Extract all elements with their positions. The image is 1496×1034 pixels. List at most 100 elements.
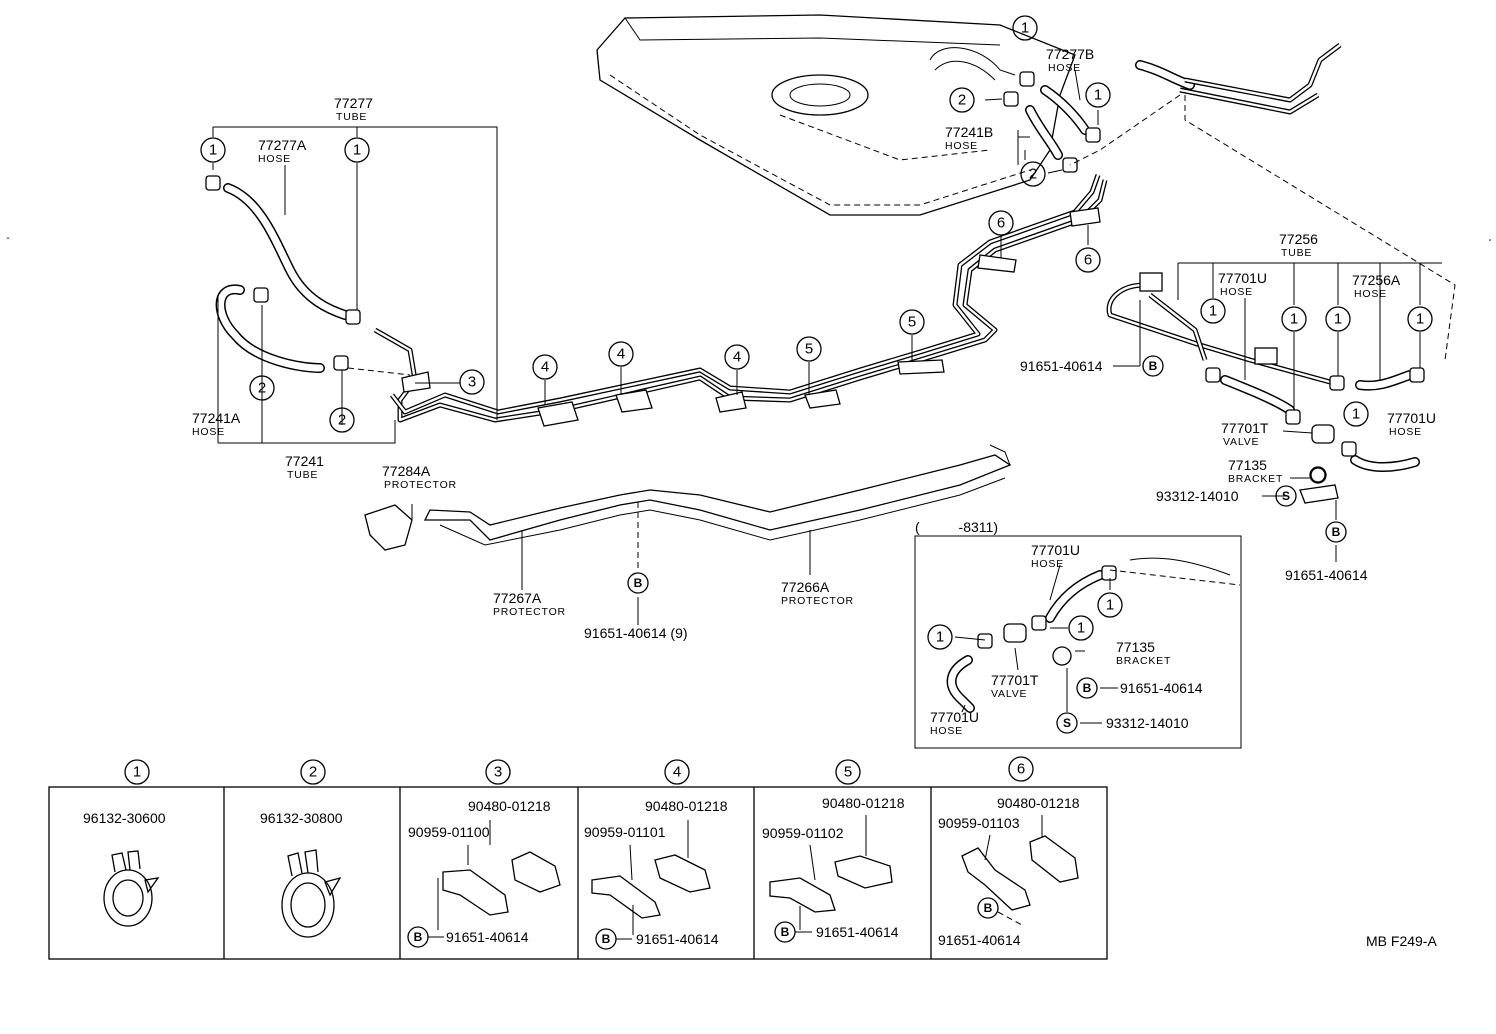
svg-text:VALVE: VALVE	[991, 688, 1027, 700]
inset-valve	[1003, 623, 1027, 643]
bracket-icon	[591, 875, 661, 919]
svg-text:TUBE: TUBE	[1281, 247, 1312, 259]
svg-text:77135: 77135	[1116, 639, 1155, 655]
left-hoses	[205, 175, 411, 376]
callout-4: 4	[532, 354, 558, 380]
callout-2: 2	[329, 407, 355, 433]
svg-text:HOSE: HOSE	[1220, 286, 1253, 298]
svg-text:B: B	[602, 932, 611, 946]
bracket-icon	[442, 869, 509, 916]
svg-text:1: 1	[1077, 620, 1085, 637]
letter-callouts: B S B B B S	[627, 355, 1347, 734]
protectors	[364, 444, 1012, 551]
svg-text:90959-01102: 90959-01102	[762, 825, 844, 841]
svg-text:TUBE: TUBE	[287, 469, 318, 481]
hose-clip-10	[1285, 409, 1301, 425]
svg-text:90959-01101: 90959-01101	[584, 824, 666, 840]
tube-clamps	[401, 207, 1101, 427]
table-cell-3: 3 90480-01218 90959-01100 B 91651-40614	[407, 759, 561, 948]
hose-clip-12	[1409, 367, 1425, 383]
svg-text:2: 2	[958, 92, 966, 109]
svg-text:5: 5	[844, 764, 852, 781]
svg-text:1: 1	[1021, 20, 1029, 37]
clamp-5a	[804, 389, 841, 409]
svg-text:6: 6	[1084, 252, 1092, 269]
callout-1: 1	[1407, 306, 1433, 332]
callout-4: 4	[608, 341, 634, 367]
parts-table: 1 96132-30600 2 96132-30800	[48, 756, 1108, 960]
valve-body	[1311, 424, 1335, 444]
clamp-5b	[897, 359, 945, 375]
clamp-4b	[615, 389, 653, 413]
callout-1: 1	[1097, 592, 1123, 618]
svg-text:HOSE: HOSE	[945, 140, 978, 152]
bracket-icon	[961, 847, 1031, 911]
svg-text:77277: 77277	[334, 95, 373, 111]
svg-text:BRACKET: BRACKET	[1116, 655, 1171, 667]
bolt-callout: B	[1076, 677, 1098, 699]
label-93312: 93312-14010	[1106, 715, 1189, 731]
svg-text:5: 5	[908, 314, 916, 331]
svg-text:91651-40614: 91651-40614	[636, 931, 719, 947]
inset-clip-3	[977, 633, 993, 649]
callout-1: 1	[1068, 615, 1094, 641]
svg-text:B: B	[414, 930, 423, 944]
bolt-callout: B	[1325, 521, 1347, 543]
bracket-plate	[1299, 484, 1339, 504]
callout-3: 3	[459, 369, 485, 395]
table-cell-5: 5 90480-01218 90959-01102 B 91651-40614	[762, 759, 905, 943]
inset-clip-2	[1031, 615, 1047, 631]
svg-text:93312-14010: 93312-14010	[1156, 488, 1239, 504]
label-93312: 93312-14010	[1156, 488, 1239, 504]
bolt-callout: B	[627, 572, 649, 594]
svg-text:91651-40614: 91651-40614	[938, 932, 1021, 948]
svg-text:90480-01218: 90480-01218	[645, 798, 728, 814]
hose-clamp-icon	[103, 850, 160, 927]
table-cell-4: 4 90480-01218 90959-01101 B 91651-40614	[584, 759, 728, 950]
inset-bracket-ring	[1052, 646, 1072, 666]
hose-clip-11	[1329, 375, 1345, 391]
clamp-6a	[977, 254, 1017, 273]
table-cell-6: 6 90480-01218 90959-01103 B 91651-40614	[938, 756, 1080, 948]
stud-callout: S	[1275, 485, 1297, 507]
hose-clip-1	[205, 175, 221, 191]
callout-1: 1	[1325, 306, 1351, 332]
svg-text:77241B: 77241B	[945, 124, 993, 140]
cushion-clamp-icon	[1029, 835, 1079, 883]
svg-text:B: B	[984, 901, 993, 915]
svg-text:B: B	[634, 576, 643, 590]
svg-text:1: 1	[133, 764, 141, 781]
callout-4: 4	[724, 344, 750, 370]
callout-1: 1	[344, 137, 370, 163]
callout-1: 1	[927, 624, 953, 650]
svg-text:77277B: 77277B	[1046, 46, 1094, 62]
label-91651: 91651-40614	[1120, 680, 1203, 696]
stud-callout: S	[1056, 712, 1078, 734]
callout-6: 6	[1075, 247, 1101, 273]
svg-text:B: B	[1332, 525, 1341, 539]
svg-text:90480-01218: 90480-01218	[822, 795, 905, 811]
bracket-icon	[769, 877, 836, 913]
svg-text:77701U: 77701U	[1387, 410, 1436, 426]
svg-text:4: 4	[541, 359, 549, 376]
svg-text:HOSE: HOSE	[1354, 288, 1387, 300]
table-cell-2: 2 96132-30800	[260, 759, 343, 938]
svg-text:HOSE: HOSE	[258, 153, 291, 165]
svg-text:91651-40614 (9): 91651-40614 (9)	[584, 625, 688, 641]
bracket-ring	[1309, 466, 1327, 484]
callout-2: 2	[949, 87, 975, 113]
svg-text:96132-30600: 96132-30600	[83, 810, 166, 826]
svg-text:HOSE: HOSE	[1031, 558, 1064, 570]
svg-text:90480-01218: 90480-01218	[997, 795, 1080, 811]
fuel-tank	[596, 14, 1076, 216]
svg-text:77267A: 77267A	[493, 590, 542, 606]
svg-text:BRACKET: BRACKET	[1228, 473, 1283, 485]
